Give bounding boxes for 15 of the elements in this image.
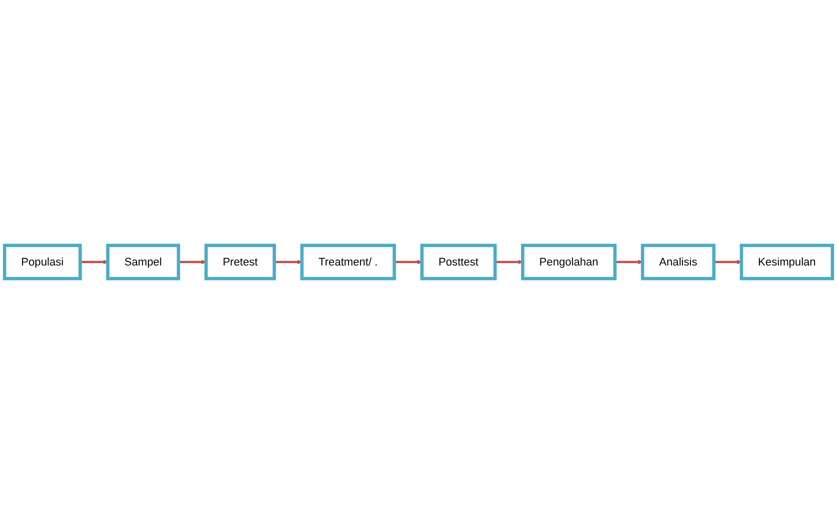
arrow — [495, 260, 523, 264]
arrow — [80, 260, 108, 264]
arrow — [274, 260, 302, 264]
node-box: Populasi — [2, 244, 82, 280]
node-box: Sampel — [106, 244, 180, 280]
arrow — [178, 260, 206, 264]
node-box: Pretest — [204, 244, 276, 280]
node-box: Pengolahan — [521, 244, 617, 280]
arrow — [394, 260, 422, 264]
arrow — [714, 260, 742, 264]
node-box: Analisis — [640, 244, 716, 280]
arrow — [614, 260, 643, 264]
node-box: Kesimpulan — [740, 244, 834, 280]
node-box: Posttest — [420, 244, 497, 280]
node-box: Treatment/ . — [300, 244, 396, 280]
